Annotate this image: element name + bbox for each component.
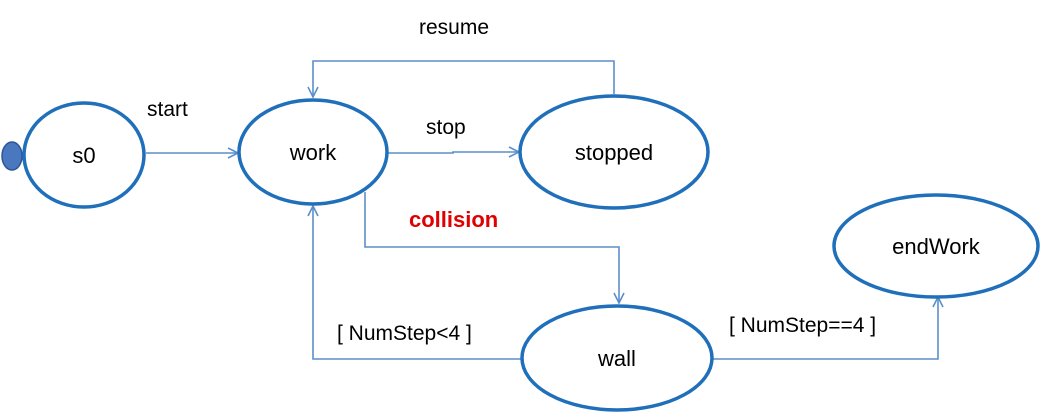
initial-state-marker <box>1 141 23 171</box>
edge-numstep-eq <box>713 297 938 360</box>
edge-numstep-lt <box>313 206 522 360</box>
state-work-label: work <box>289 140 337 165</box>
state-stopped[interactable]: stopped <box>518 94 710 210</box>
edge-collision <box>364 192 619 303</box>
label-resume: resume <box>419 16 489 39</box>
state-endwork-label: endWork <box>892 234 981 259</box>
label-stop: stop <box>426 116 466 139</box>
label-numstep-lt: [ NumStep<4 ] <box>337 322 472 345</box>
state-s0[interactable]: s0 <box>22 101 146 209</box>
label-numstep-eq: [ NumStep==4 ] <box>729 314 876 337</box>
label-collision: collision <box>409 207 498 232</box>
state-wall-label: wall <box>597 346 636 371</box>
state-s0-label: s0 <box>72 143 95 168</box>
state-stopped-label: stopped <box>575 140 653 165</box>
state-wall[interactable]: wall <box>520 304 714 412</box>
edge-stop <box>388 152 519 153</box>
state-work[interactable]: work <box>237 98 389 206</box>
edge-resume <box>313 60 615 97</box>
state-endwork[interactable]: endWork <box>832 193 1040 299</box>
label-start: start <box>147 98 188 121</box>
